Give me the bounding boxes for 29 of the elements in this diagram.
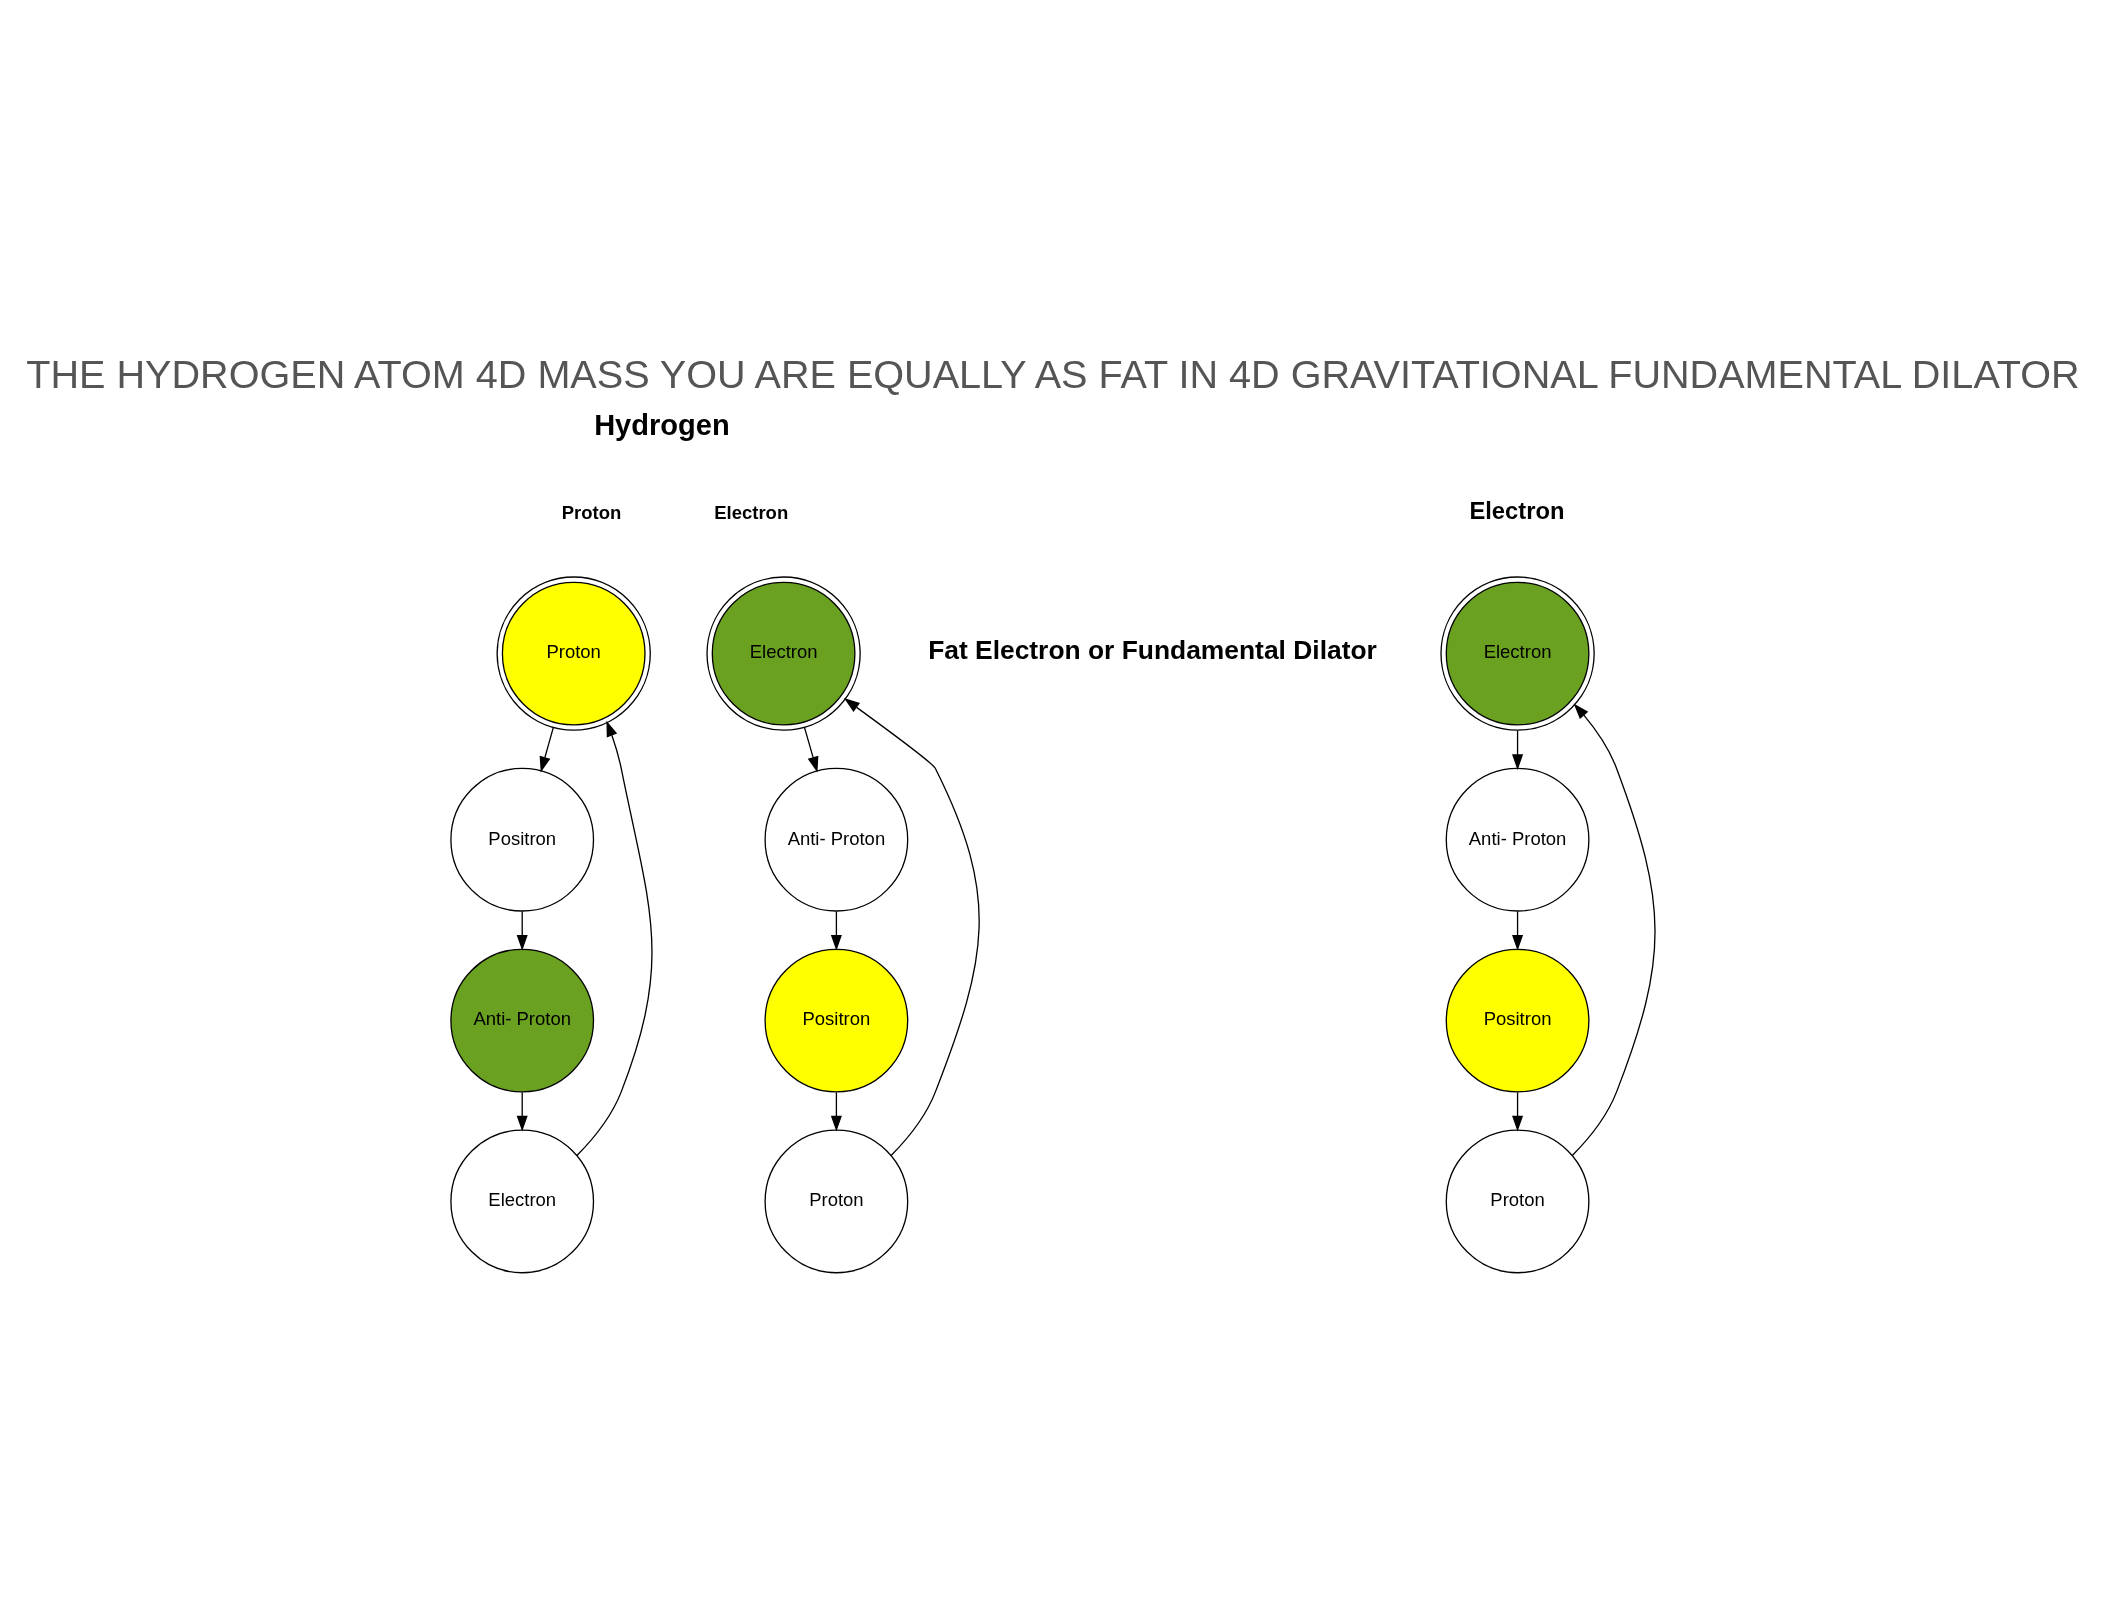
node-circle: Anti- Proton xyxy=(1445,767,1590,912)
node-circle: Anti- Proton xyxy=(450,948,595,1092)
arrow xyxy=(1512,910,1524,951)
arrow xyxy=(516,1091,528,1132)
node-circle: Electron xyxy=(1440,575,1595,731)
arrow xyxy=(516,910,528,951)
label: Proton xyxy=(561,501,622,523)
node-circle: Proton xyxy=(1445,1129,1590,1273)
arrow xyxy=(1512,1091,1524,1132)
node-circle: Positron xyxy=(1445,948,1590,1092)
node-circle: Proton xyxy=(496,575,651,731)
diagram-title: THE HYDROGEN ATOM 4D MASS YOU ARE EQUALLY AS FAT IN 4D GRAVITATIONAL FUNDAMENTAL DILATOR xyxy=(26,351,2080,396)
node-circle: Positron xyxy=(450,767,595,912)
arrow xyxy=(830,1091,842,1132)
label: Fat Electron or Fundamental Dilator xyxy=(928,634,1377,665)
arrow xyxy=(830,910,842,951)
arrow xyxy=(539,726,554,772)
arrow xyxy=(843,697,980,1156)
node-circle: Anti- Proton xyxy=(764,767,909,912)
label: Hydrogen xyxy=(594,408,730,441)
node-circle: Positron xyxy=(764,948,909,1092)
arrow xyxy=(576,720,653,1156)
node-circle: Proton xyxy=(764,1129,909,1273)
arrow xyxy=(1512,729,1524,770)
arrow xyxy=(1571,702,1656,1156)
label: Electron xyxy=(1469,496,1565,524)
node-circle: Electron xyxy=(450,1129,595,1273)
label: Electron xyxy=(714,501,789,523)
arrow xyxy=(803,726,819,772)
